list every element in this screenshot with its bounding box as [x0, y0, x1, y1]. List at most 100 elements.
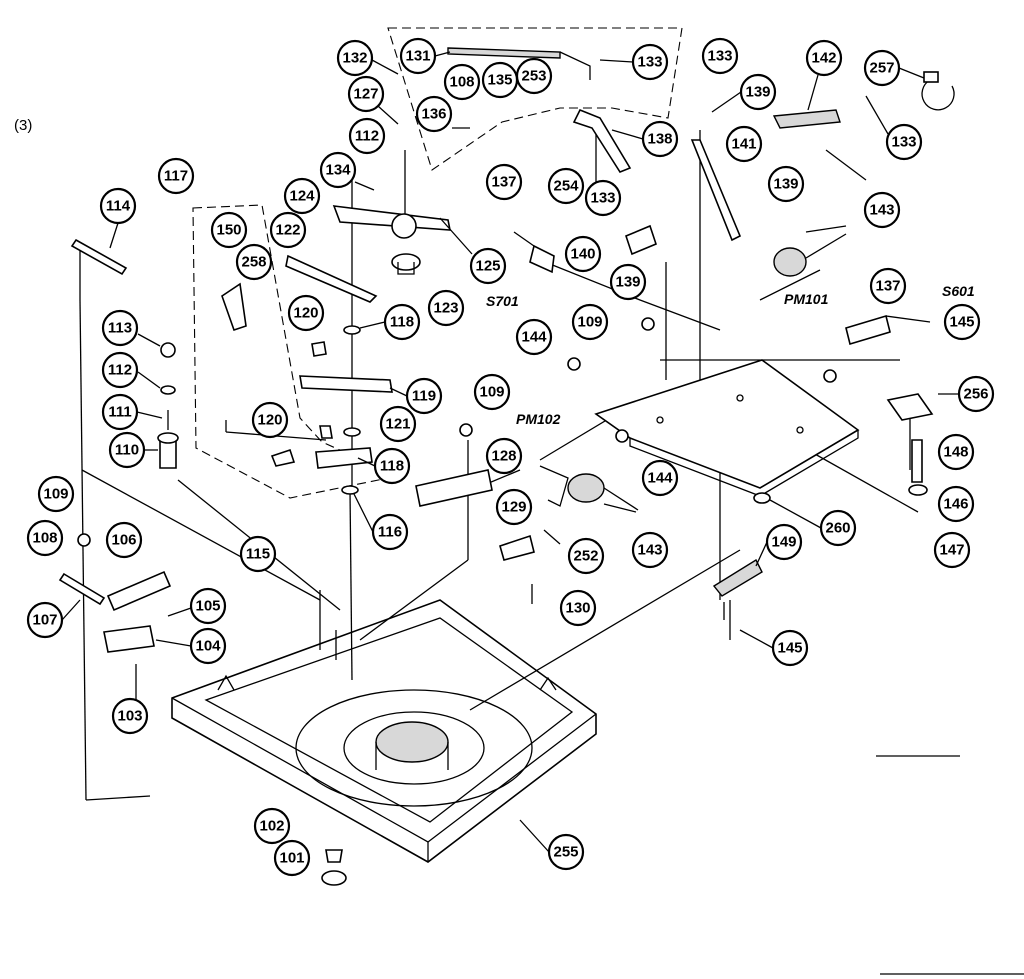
- svg-text:111: 111: [108, 404, 131, 421]
- part-callout: 133: [584, 179, 622, 217]
- svg-text:260: 260: [825, 520, 850, 537]
- svg-text:129: 129: [501, 499, 526, 516]
- part-callout: 122: [269, 211, 307, 249]
- svg-text:139: 139: [615, 274, 640, 291]
- svg-text:118: 118: [380, 458, 404, 475]
- part-callout: 258: [235, 243, 273, 281]
- svg-text:117: 117: [164, 168, 188, 185]
- svg-text:107: 107: [32, 612, 57, 629]
- part-callout: 133: [701, 37, 739, 75]
- part-callout: 139: [609, 263, 647, 301]
- part-callout: 104: [189, 627, 227, 665]
- part-callout: 146: [937, 485, 975, 523]
- svg-text:120: 120: [257, 412, 282, 429]
- section-label: (3): [14, 117, 32, 134]
- part-callout: 143: [863, 191, 901, 229]
- part-callout: 110: [108, 431, 146, 469]
- svg-text:113: 113: [108, 320, 132, 337]
- svg-text:137: 137: [491, 174, 516, 191]
- svg-text:114: 114: [106, 198, 131, 215]
- svg-text:101: 101: [279, 850, 304, 867]
- svg-text:142: 142: [811, 50, 836, 67]
- svg-text:133: 133: [707, 48, 732, 65]
- reference-label: S701: [486, 293, 519, 309]
- svg-text:256: 256: [963, 386, 988, 403]
- part-callout: 118: [383, 303, 421, 341]
- svg-text:106: 106: [111, 532, 136, 549]
- svg-text:108: 108: [449, 74, 474, 91]
- part-callout: 103: [111, 697, 149, 735]
- part-callout: 109: [571, 303, 609, 341]
- svg-text:139: 139: [745, 84, 770, 101]
- part-callout: 149: [765, 523, 803, 561]
- reference-label: S601: [942, 283, 975, 299]
- svg-text:125: 125: [475, 258, 500, 275]
- svg-text:146: 146: [943, 496, 968, 513]
- part-callout: 107: [26, 601, 64, 639]
- svg-text:104: 104: [195, 638, 221, 655]
- part-callout: 119: [405, 377, 443, 415]
- part-callout: 114: [99, 187, 137, 225]
- svg-text:123: 123: [433, 300, 458, 317]
- part-callout: 140: [564, 235, 602, 273]
- part-callout: 137: [485, 163, 523, 201]
- svg-text:252: 252: [573, 548, 598, 565]
- part-callout: 135: [481, 61, 519, 99]
- svg-text:132: 132: [342, 50, 367, 67]
- part-callout: 253: [515, 57, 553, 95]
- svg-text:258: 258: [241, 254, 266, 271]
- part-callout: 133: [885, 123, 923, 161]
- svg-text:112: 112: [355, 128, 379, 145]
- part-callout: 120: [251, 401, 289, 439]
- part-callout: 138: [641, 120, 679, 158]
- svg-text:133: 133: [637, 54, 662, 71]
- svg-text:124: 124: [289, 188, 315, 205]
- part-callout: 123: [427, 289, 465, 327]
- part-callout: 102: [253, 807, 291, 845]
- svg-text:133: 133: [891, 134, 916, 151]
- svg-text:116: 116: [378, 524, 402, 541]
- part-callout: 128: [485, 437, 523, 475]
- part-callouts: 132 131 133 127 108 135 253 136 112 138 …: [26, 37, 995, 877]
- part-callout: 142: [805, 39, 843, 77]
- svg-text:131: 131: [405, 48, 430, 65]
- svg-text:108: 108: [32, 530, 57, 547]
- reference-label: PM101: [784, 291, 829, 307]
- part-callout: 108: [443, 63, 481, 101]
- reference-labels: S701 PM101 S601 PM102: [486, 283, 975, 427]
- chassis-base: [171, 599, 597, 863]
- svg-text:109: 109: [479, 384, 504, 401]
- svg-text:145: 145: [777, 640, 802, 657]
- svg-text:120: 120: [293, 305, 318, 322]
- svg-text:144: 144: [647, 470, 673, 487]
- part-callout: 130: [559, 589, 597, 627]
- part-callout: 147: [933, 531, 971, 569]
- svg-text:105: 105: [195, 598, 220, 615]
- part-callout: 101: [273, 839, 311, 877]
- svg-text:110: 110: [115, 442, 139, 459]
- svg-text:133: 133: [590, 190, 615, 207]
- svg-text:150: 150: [216, 222, 241, 239]
- part-callout: 255: [547, 833, 585, 871]
- part-callout: 117: [157, 157, 195, 195]
- part-callout: 141: [725, 125, 763, 163]
- part-callout: 106: [105, 521, 143, 559]
- svg-text:144: 144: [521, 329, 547, 346]
- part-callout: 139: [739, 73, 777, 111]
- part-callout: 257: [863, 49, 901, 87]
- callout-leaders: [61, 51, 959, 853]
- part-callout: 124: [283, 177, 321, 215]
- svg-text:143: 143: [637, 542, 662, 559]
- part-callout: 121: [379, 405, 417, 443]
- svg-text:254: 254: [553, 178, 579, 195]
- svg-text:121: 121: [385, 416, 410, 433]
- part-callout: 145: [771, 629, 809, 667]
- part-callout: 108: [26, 519, 64, 557]
- svg-text:253: 253: [521, 68, 546, 85]
- svg-text:147: 147: [939, 542, 964, 559]
- part-callout: 252: [567, 537, 605, 575]
- part-callout: 109: [473, 373, 511, 411]
- part-callout: 115: [239, 535, 277, 573]
- part-callout: 133: [631, 43, 669, 81]
